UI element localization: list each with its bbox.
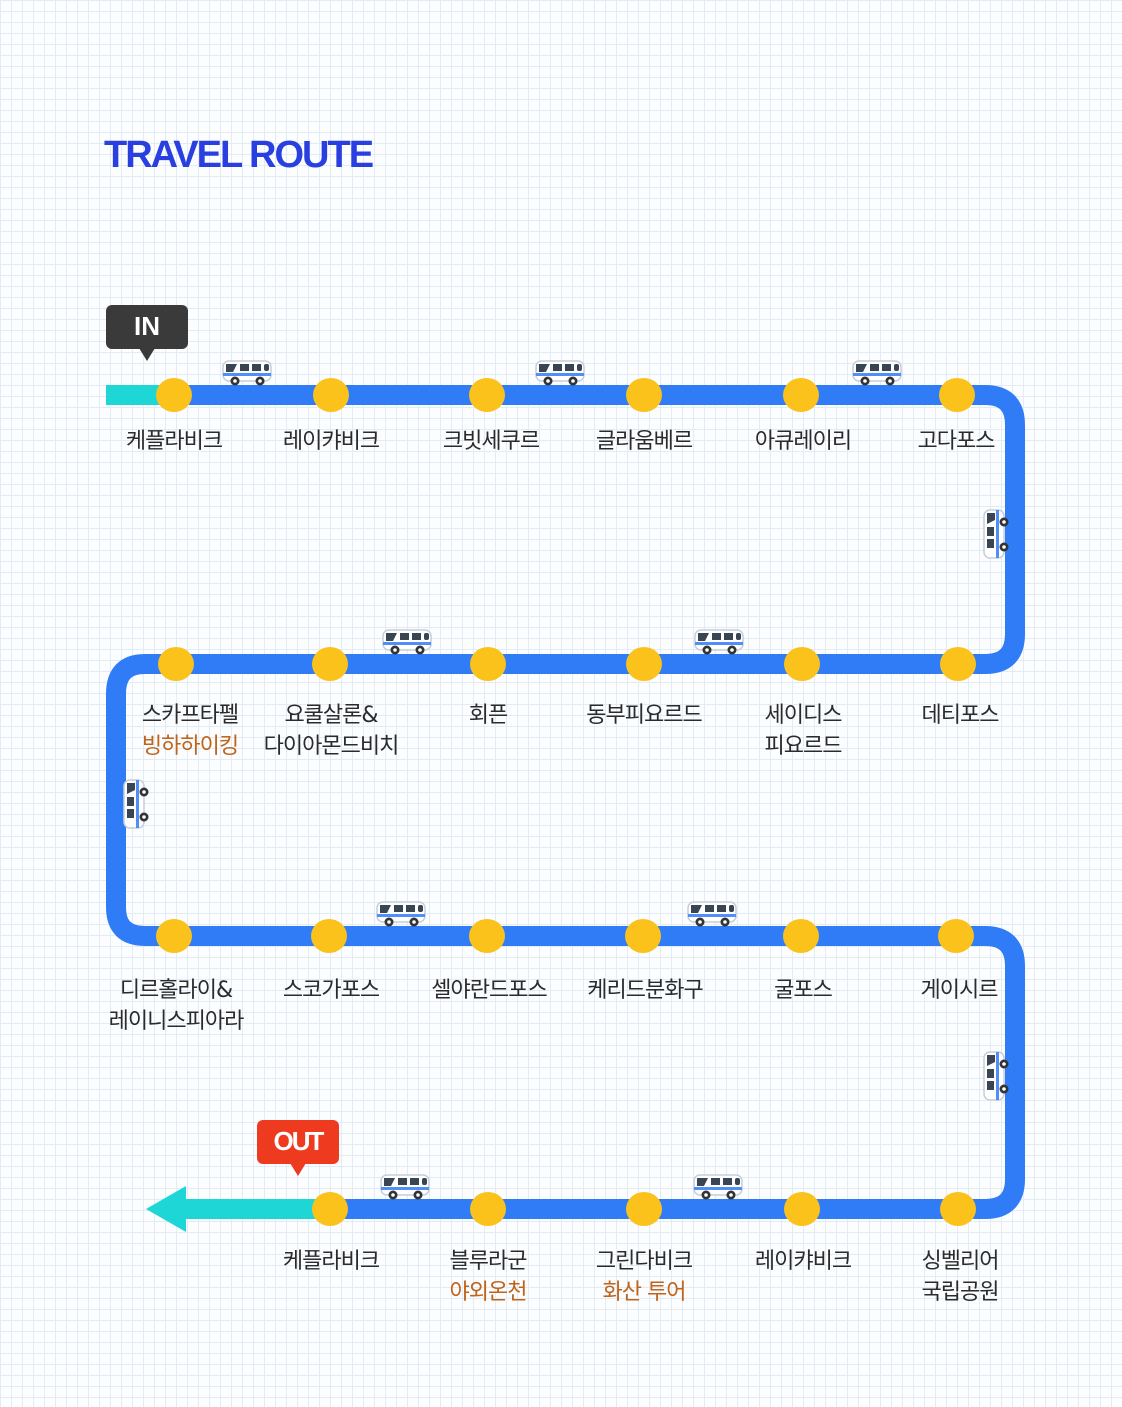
stop-name: 스카프타펠 xyxy=(141,703,239,728)
stop-dot-icon xyxy=(784,647,820,681)
stop-dot-icon xyxy=(158,647,194,681)
stop-name: 레이캬비크 xyxy=(282,429,380,454)
stop-name: 그린다비크 xyxy=(595,1249,693,1274)
van-icon xyxy=(852,360,902,387)
stop-name: 글라움베르 xyxy=(595,429,693,454)
stop-name: 동부피요르드 xyxy=(586,703,702,728)
stop-dot-icon xyxy=(311,919,347,953)
stop-name: 케플라비크 xyxy=(125,429,223,454)
stop-dot-icon xyxy=(469,919,505,953)
stop-label: 게이시르 xyxy=(874,975,1044,1006)
stop-name: 레이캬비크 xyxy=(754,1249,852,1274)
stop-label: 레이캬비크 xyxy=(246,426,416,457)
stop-name: 고다포스 xyxy=(917,429,996,454)
stop-label: 디르홀라이&레이니스피아라 xyxy=(91,975,261,1037)
stop-name-line2: 국립공원 xyxy=(921,1280,1000,1305)
stop-name: 아큐레이리 xyxy=(754,429,852,454)
stop-name: 케리드분화구 xyxy=(587,978,703,1003)
route-line xyxy=(106,385,1025,1219)
van-icon xyxy=(983,1051,1010,1101)
stop-dot-icon xyxy=(470,1192,506,1226)
activity-label: 화산 투어 xyxy=(602,1280,687,1305)
van-icon xyxy=(687,901,737,928)
van-icon xyxy=(694,629,744,656)
van-icon xyxy=(380,1174,430,1201)
van-icon xyxy=(382,629,432,656)
activity-label: 빙하하이킹 xyxy=(141,734,239,759)
stop-dot-icon xyxy=(469,378,505,412)
stop-name-line2: 다이아몬드비치 xyxy=(263,734,400,759)
stop-dot-icon xyxy=(626,378,662,412)
stop-name: 세이디스 xyxy=(764,703,843,728)
stop-name: 회픈 xyxy=(468,703,508,728)
stop-name: 크빗세쿠르 xyxy=(442,429,540,454)
activity-label: 야외온천 xyxy=(449,1280,528,1305)
stop-label: 굴포스 xyxy=(718,975,888,1006)
stop-name: 요쿨살론& xyxy=(284,703,378,728)
stop-dot-icon xyxy=(783,378,819,412)
stop-label: 글라움베르 xyxy=(559,426,729,457)
van-icon xyxy=(693,1174,743,1201)
stop-dot-icon xyxy=(940,647,976,681)
stop-name: 데티포스 xyxy=(921,703,1000,728)
van-icon xyxy=(983,509,1010,559)
stop-dot-icon xyxy=(784,1192,820,1226)
van-icon xyxy=(222,360,272,387)
stop-name: 블루라군 xyxy=(449,1249,528,1274)
end-marker: OUT xyxy=(257,1120,339,1176)
stop-dot-icon xyxy=(156,378,192,412)
stop-dot-icon xyxy=(313,378,349,412)
stop-label: 레이캬비크 xyxy=(718,1246,888,1277)
stop-name: 스코가포스 xyxy=(282,978,380,1003)
start-marker: IN xyxy=(106,305,188,361)
stop-name: 굴포스 xyxy=(774,978,833,1003)
stop-dot-icon xyxy=(312,1192,348,1226)
stop-label: 요쿨살론&다이아몬드비치 xyxy=(246,700,416,762)
page-title: TRAVEL ROUTE xyxy=(104,134,374,176)
stop-name-line2: 레이니스피아라 xyxy=(108,1009,245,1034)
stop-dot-icon xyxy=(938,919,974,953)
route-end-arrow-icon xyxy=(146,1186,186,1232)
stop-dot-icon xyxy=(940,1192,976,1226)
van-icon xyxy=(123,779,150,829)
stop-dot-icon xyxy=(939,378,975,412)
stop-dot-icon xyxy=(626,1192,662,1226)
stop-dot-icon xyxy=(470,647,506,681)
stop-label: 데티포스 xyxy=(875,700,1045,731)
stop-label: 케플라비크 xyxy=(246,1246,416,1277)
stop-dot-icon xyxy=(626,647,662,681)
stop-label: 아큐레이리 xyxy=(718,426,888,457)
stop-name: 게이시르 xyxy=(920,978,999,1003)
stop-label: 회픈 xyxy=(403,700,573,731)
van-icon xyxy=(376,901,426,928)
stop-label: 셀야란드포스 xyxy=(404,975,574,1006)
van-icon xyxy=(535,360,585,387)
stop-label: 크빗세쿠르 xyxy=(406,426,576,457)
stop-name: 셀야란드포스 xyxy=(431,978,547,1003)
stop-label: 케리드분화구 xyxy=(560,975,730,1006)
stop-label: 동부피요르드 xyxy=(559,700,729,731)
stop-name: 싱벨리어 xyxy=(921,1249,1000,1274)
stop-dot-icon xyxy=(312,647,348,681)
stop-dot-icon xyxy=(625,919,661,953)
stop-label: 스코가포스 xyxy=(246,975,416,1006)
stop-dot-icon xyxy=(156,919,192,953)
stop-name: 디르홀라이& xyxy=(119,978,233,1003)
stop-label: 고다포스 xyxy=(871,426,1041,457)
stop-label: 케플라비크 xyxy=(89,426,259,457)
stop-dot-icon xyxy=(783,919,819,953)
stop-name: 케플라비크 xyxy=(282,1249,380,1274)
route-end-segment xyxy=(180,1199,330,1219)
stop-name-line2: 피요르드 xyxy=(764,734,843,759)
